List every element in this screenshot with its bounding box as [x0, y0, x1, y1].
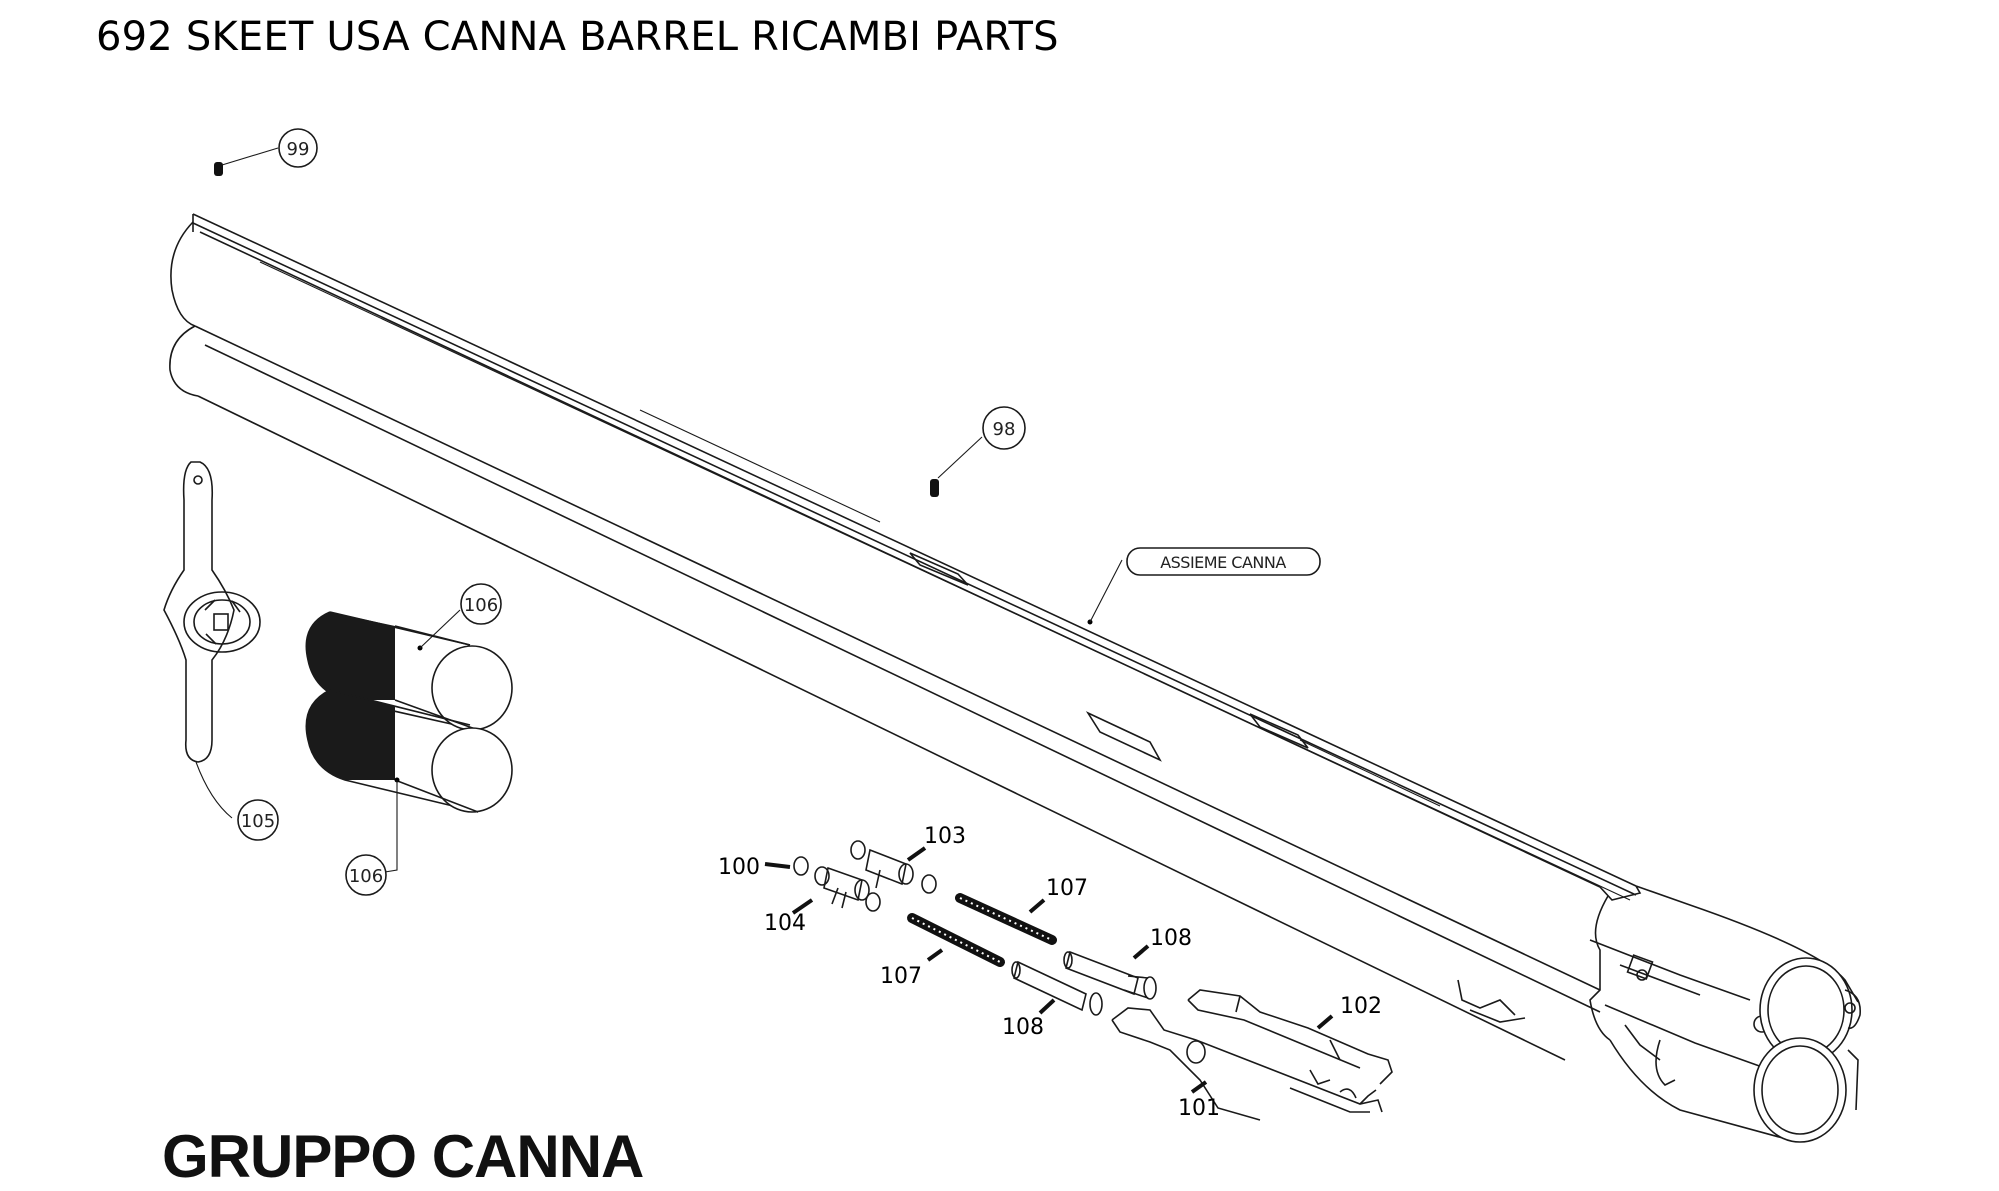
pin-108-lower [1011, 960, 1103, 1016]
small-parts: 100 104 103 107 107 [718, 824, 1192, 1040]
group-title: GRUPPO CANNA [162, 1123, 644, 1190]
label-102: 102 [1340, 994, 1382, 1019]
part-99: 99 [214, 128, 318, 176]
label-108-b: 108 [1002, 1015, 1044, 1040]
page-title: 692 SKEET USA CANNA BARREL RICAMBI PARTS [96, 14, 1059, 60]
spring-107-upper [955, 893, 1057, 945]
part-102-slide [1187, 989, 1393, 1085]
part-105-wrench: 105 [163, 461, 279, 841]
label-106-a: 106 [464, 595, 498, 616]
label-108-a: 108 [1150, 926, 1192, 951]
label-107-b: 107 [880, 964, 922, 989]
label-107-a: 107 [1046, 876, 1088, 901]
label-99: 99 [287, 139, 310, 160]
assembly-label-box [1126, 547, 1321, 576]
part-98: 98 [930, 406, 1026, 497]
label-103: 103 [924, 824, 966, 849]
label-106-b: 106 [349, 866, 383, 887]
label-98: 98 [993, 419, 1016, 440]
label-101: 101 [1178, 1096, 1220, 1121]
pin-108-upper [1063, 950, 1157, 1000]
spring-107-lower [907, 913, 1005, 967]
label-100: 100 [718, 855, 760, 880]
assembly-label: ASSIEME CANNA [1160, 553, 1286, 572]
part-106-chokes: 106 106 [305, 583, 513, 896]
label-104: 104 [764, 911, 806, 936]
label-105: 105 [241, 811, 275, 832]
barrel-assembly: ASSIEME CANNA [169, 213, 1862, 1143]
part-101-slide [1111, 1007, 1383, 1121]
